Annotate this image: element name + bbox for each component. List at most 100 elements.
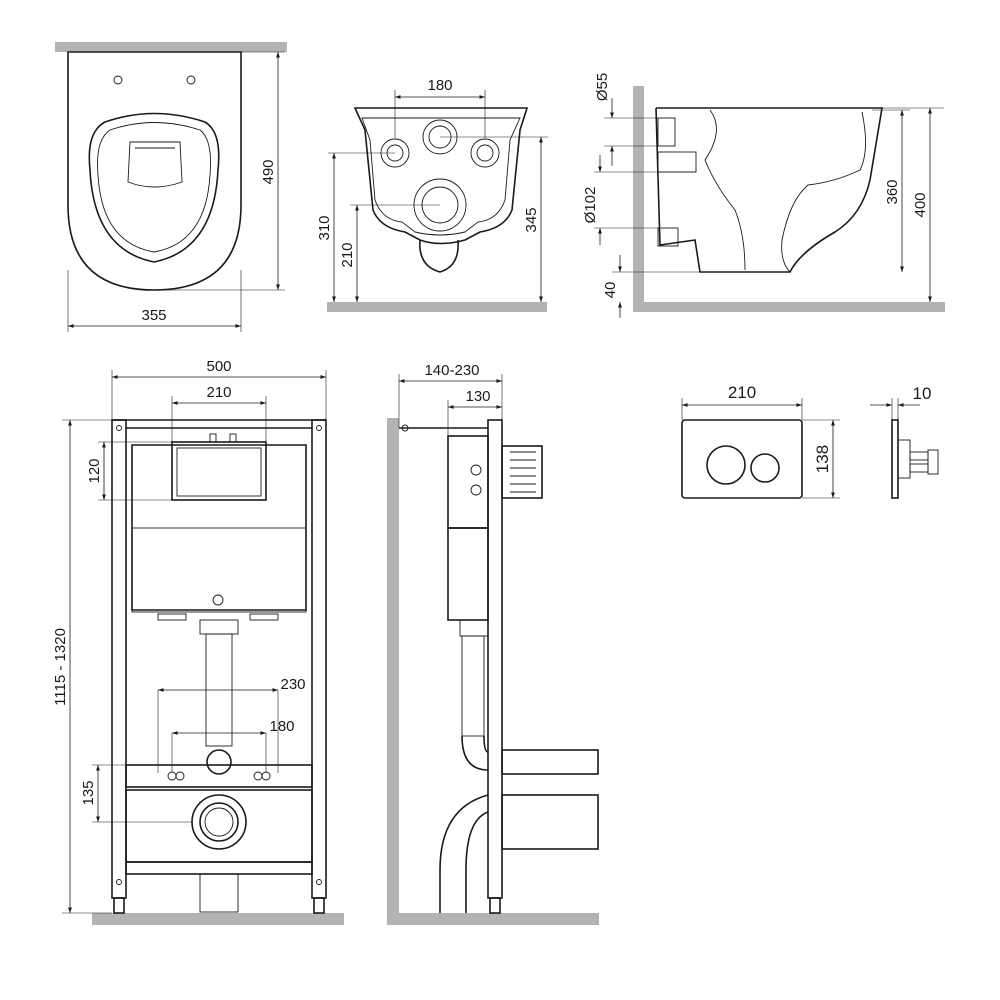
dim-180-frame-label: 180 <box>269 718 294 735</box>
dim-210-label: 210 <box>339 242 356 267</box>
seat-inner <box>97 122 211 253</box>
dim-102-label: Ø102 <box>582 187 599 224</box>
rear-body-outline <box>353 107 529 245</box>
flush-opening-inner <box>176 447 262 497</box>
side-pipe-bend <box>461 735 489 771</box>
dim-55-label: Ø55 <box>594 73 611 101</box>
flush-plate-view: 210 138 10 <box>681 383 939 499</box>
dim-310-label: 310 <box>316 215 333 240</box>
frame-bottom-bar <box>125 861 313 875</box>
side-cistern <box>447 527 489 621</box>
frame-foot-left <box>113 897 125 914</box>
frame-hole <box>316 879 322 885</box>
dim-180-rear-label: 180 <box>427 77 452 94</box>
floor-hatch-frame-front <box>92 913 344 925</box>
side-upright <box>487 419 503 899</box>
rear-body-inner <box>361 117 521 236</box>
flush-button-large[interactable] <box>706 445 746 485</box>
cistern-valve <box>229 433 237 443</box>
dim-400-label: 400 <box>912 192 929 217</box>
dim-345-label: 345 <box>523 207 540 232</box>
cistern-outlet <box>199 619 239 635</box>
flush-button-small[interactable] <box>750 453 780 483</box>
dim-138-label: 138 <box>813 445 832 473</box>
dim-130-label: 130 <box>465 388 490 405</box>
rear-bolt-right-inner <box>476 144 494 162</box>
outlet-ring-core <box>204 807 234 837</box>
dim-230-label: 230 <box>280 676 305 693</box>
flush-plate-rod <box>909 463 929 473</box>
dim-120-label: 120 <box>86 458 103 483</box>
cistern-logo <box>212 594 224 606</box>
side-cistern-outlet <box>459 619 489 637</box>
dim-40-label: 40 <box>602 282 619 299</box>
wall-hatch-frame-side <box>387 418 399 924</box>
dim-500-label: 500 <box>206 358 231 375</box>
dim-360-label: 360 <box>884 179 901 204</box>
frame-side-view: 140-230 130 <box>387 362 599 925</box>
side-valve-block <box>447 435 489 529</box>
bowl-side-view: Ø55 Ø102 40 360 400 <box>582 73 945 318</box>
side-inlet-pipe <box>657 117 676 147</box>
frame-hole <box>116 425 122 431</box>
side-bowl-outline <box>655 107 883 273</box>
frame-hole <box>316 425 322 431</box>
flush-plate-side <box>891 419 899 499</box>
cistern-cover <box>131 527 307 613</box>
side-flush-connector <box>501 749 599 775</box>
frame-upright-left <box>111 419 127 899</box>
flush-opening <box>171 441 267 501</box>
stud-hole <box>261 771 271 781</box>
fixing-hole-left <box>113 75 123 85</box>
wall-hatch-top <box>55 42 287 52</box>
flush-plate-rod <box>909 451 929 461</box>
wall-anchor <box>401 424 409 432</box>
frame-hole <box>116 879 122 885</box>
side-outlet-pipe <box>657 227 679 247</box>
lower-bracket <box>125 789 313 863</box>
dim-210-frame-label: 210 <box>206 384 231 401</box>
side-actuator-box <box>501 445 543 499</box>
dim-10-label: 10 <box>913 384 932 403</box>
wall-hatch-side <box>633 86 644 306</box>
cistern-foot <box>157 613 187 621</box>
dim-140-230-label: 140-230 <box>424 362 479 379</box>
frame-foot-right <box>313 897 325 914</box>
bowl-rear-view: 180 310 210 345 <box>316 77 548 312</box>
dim-1115-label: 1115 - 1320 <box>52 628 69 706</box>
side-valve-knob <box>470 484 482 496</box>
floor-hatch-frame-side <box>387 913 599 925</box>
dim-355-label: 355 <box>141 307 166 324</box>
stud-hole <box>253 771 263 781</box>
frame-front-view: 500 210 120 1115 - 1320 230 180 135 <box>52 358 344 925</box>
fixing-hole-right <box>186 75 196 85</box>
bowl-opening <box>127 141 183 188</box>
dim-135-label: 135 <box>80 780 97 805</box>
flush-plate-mount <box>897 439 911 479</box>
stud-hole <box>175 771 185 781</box>
drain-pipe <box>199 873 239 913</box>
cistern-foot <box>249 613 279 621</box>
rear-outlet-spigot <box>419 239 459 273</box>
floor-hatch-side <box>633 302 945 312</box>
stud-crossbar <box>125 764 313 788</box>
dim-210-plate-label: 210 <box>728 383 756 402</box>
side-drain-bend <box>439 794 489 913</box>
dim-490-label: 490 <box>260 159 277 184</box>
side-drain-bend-inner <box>465 811 489 913</box>
bowl-outline <box>67 51 242 291</box>
flush-plate-clip <box>927 449 939 475</box>
frame-upright-right <box>311 419 327 899</box>
bowl-top-view: 490 355 <box>55 42 287 332</box>
side-drain-connector <box>501 794 599 850</box>
flush-plate-front <box>681 419 803 499</box>
side-foot <box>489 897 501 914</box>
side-valve-knob <box>470 464 482 476</box>
stud-hole <box>167 771 177 781</box>
pipe-elbow <box>206 749 232 775</box>
side-bracket <box>657 151 697 173</box>
side-inner-curve-2 <box>781 111 866 273</box>
side-inner-curve-1 <box>704 109 746 271</box>
